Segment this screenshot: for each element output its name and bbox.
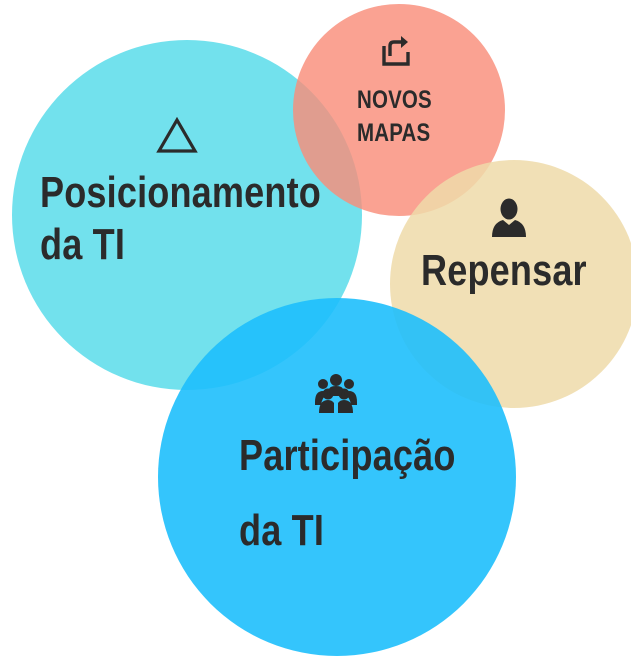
team-icon <box>313 372 359 414</box>
participacao-label-line2: da TI <box>239 506 325 555</box>
triangle-icon <box>156 117 198 155</box>
novos-mapas-label-line2: MAPAS <box>357 119 431 147</box>
participacao-circle <box>158 298 516 656</box>
novos-mapas-label-line1: NOVOS <box>357 86 432 114</box>
posicionamento-label-line2: da TI <box>40 220 126 269</box>
participacao-label-line1: Participação <box>239 431 456 480</box>
share-icon <box>378 32 414 68</box>
posicionamento-label-line1: Posicionamento <box>40 168 321 217</box>
user-icon <box>489 196 529 238</box>
repensar-label: Repensar <box>421 246 587 295</box>
